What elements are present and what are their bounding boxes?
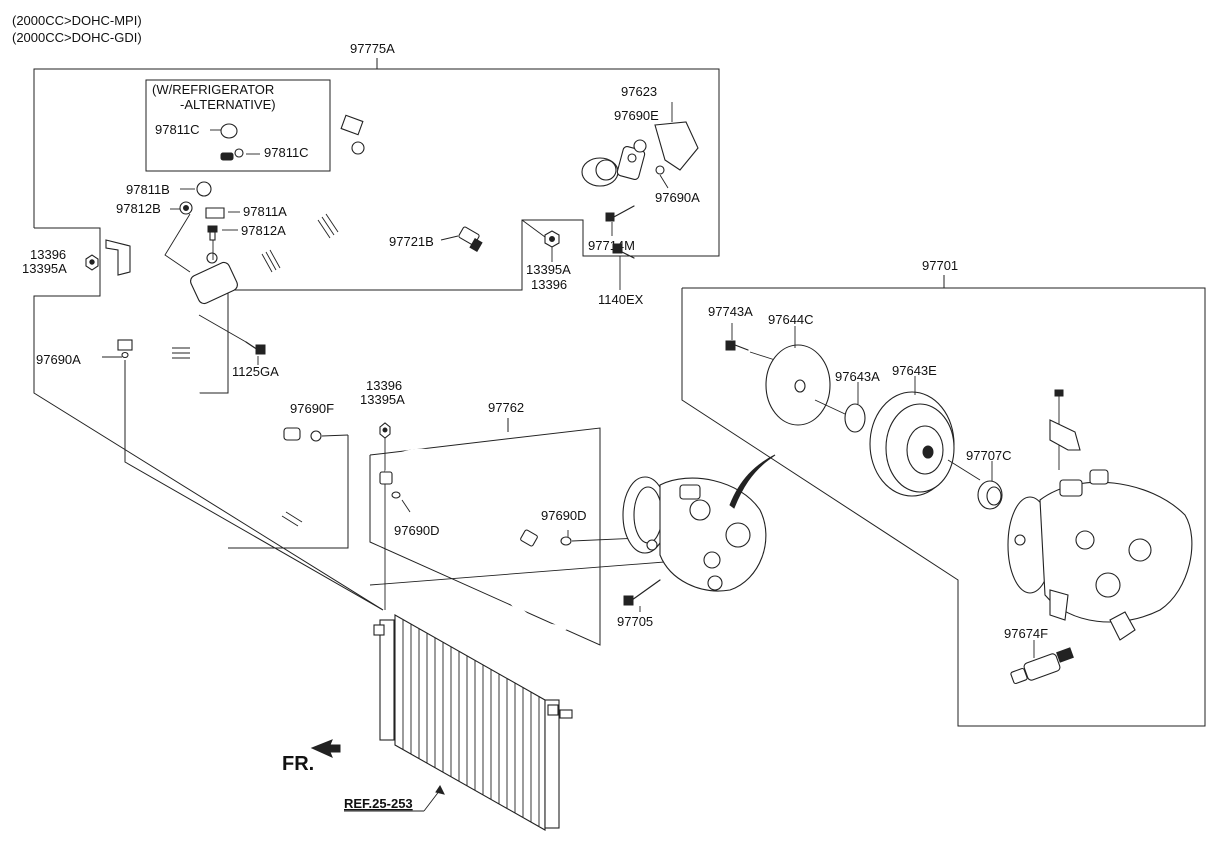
label-97775A[interactable]: 97775A xyxy=(350,41,395,56)
label-97721B[interactable]: 97721B xyxy=(389,234,434,249)
bolt-1125GA-icon xyxy=(245,341,266,355)
engine-variant-mpi: (2000CC>DOHC-MPI) xyxy=(12,13,142,28)
cap-97811B-icon xyxy=(196,181,212,197)
o-ring-97690F-icon xyxy=(310,430,322,442)
label-1140EX[interactable]: 1140EX xyxy=(598,292,644,307)
label-97811A[interactable]: 97811A xyxy=(243,204,287,219)
nut-13395A-left-icon xyxy=(85,254,99,271)
label-97690E[interactable]: 97690E xyxy=(614,108,659,123)
refrigerator-alternative-box xyxy=(145,79,331,172)
label-97623[interactable]: 97623 xyxy=(621,84,657,99)
label-97707C[interactable]: 97707C xyxy=(966,448,1012,463)
bolt-97714M-icon xyxy=(605,205,635,222)
label-97811C-cap[interactable]: 97811C xyxy=(155,122,200,137)
o-ring-97690E-icon xyxy=(633,139,647,153)
label-97701[interactable]: 97701 xyxy=(922,258,958,273)
valve-97811C-icon xyxy=(220,148,260,161)
o-ring-97690A-left-icon xyxy=(121,351,129,359)
fitting-97812A-icon xyxy=(207,225,218,241)
label-97743A[interactable]: 97743A xyxy=(708,304,753,319)
label-97714M[interactable]: 97714M xyxy=(588,238,635,253)
sub-box-title-1: (W/REFRIGERATOR xyxy=(152,82,274,97)
label-97812A[interactable]: 97812A xyxy=(241,223,286,238)
label-97811C-valve[interactable]: 97811C xyxy=(264,145,309,160)
label-97643E[interactable]: 97643E xyxy=(892,363,937,378)
sub-box-title-2: -ALTERNATIVE) xyxy=(180,97,276,112)
compressor-kit-frame-97701 xyxy=(681,275,1206,727)
label-13396-mid[interactable]: 13396 xyxy=(366,378,402,393)
label-97643A[interactable]: 97643A xyxy=(835,369,880,384)
o-ring-97690D-right-icon xyxy=(560,536,572,546)
cap-97811A-icon xyxy=(205,207,225,219)
clutch-plate-97644C-icon xyxy=(765,344,831,426)
engine-variant-gdi: (2000CC>DOHC-GDI) xyxy=(12,30,142,45)
mount-bracket-icon xyxy=(1049,389,1081,470)
cap-97811C-icon xyxy=(220,123,238,139)
compressor-assembled-icon xyxy=(622,476,767,592)
label-1125GA[interactable]: 1125GA xyxy=(232,364,279,379)
liquid-pipe-frame-97762 xyxy=(369,418,601,646)
label-97690F[interactable]: 97690F xyxy=(290,401,334,416)
pressure-switch-97674F-icon xyxy=(1010,647,1074,685)
pressure-switch-97721B-icon xyxy=(458,226,483,253)
label-13395A-mid[interactable]: 13395A xyxy=(360,392,405,407)
label-97762[interactable]: 97762 xyxy=(488,400,524,415)
label-97690D-left[interactable]: 97690D xyxy=(394,523,440,538)
label-97690D-right[interactable]: 97690D xyxy=(541,508,587,523)
o-ring-97690A-top-icon xyxy=(655,165,665,175)
snap-ring-97643A-icon xyxy=(844,403,866,433)
condenser-icon xyxy=(373,614,573,831)
nut-13395A-top-icon xyxy=(544,230,560,248)
callout-wedge xyxy=(729,454,776,509)
bolt-97705-icon xyxy=(623,579,661,606)
label-97705[interactable]: 97705 xyxy=(617,614,653,629)
fitting-97812B-icon xyxy=(179,201,193,215)
label-13395A-top[interactable]: 13395A xyxy=(526,262,571,277)
pulley-97643E-icon xyxy=(869,391,955,497)
suction-discharge-hose-assembly xyxy=(105,114,699,307)
reference-link[interactable]: REF.25-253 xyxy=(344,796,413,811)
front-direction-label: FR. xyxy=(282,753,314,775)
label-97812B[interactable]: 97812B xyxy=(116,201,161,216)
liquid-pipe-97762 xyxy=(384,450,581,629)
ref-arrow-icon xyxy=(435,785,445,795)
o-ring-97690D-left-icon xyxy=(391,491,401,499)
front-arrow-icon xyxy=(310,739,341,758)
compressor-body-icon xyxy=(1007,469,1193,641)
bolt-1140EX-icon xyxy=(612,243,635,259)
nut-13395A-mid-icon xyxy=(379,422,391,439)
label-97811B[interactable]: 97811B xyxy=(126,182,170,197)
label-97644C[interactable]: 97644C xyxy=(768,312,814,327)
label-13396-left[interactable]: 13396 xyxy=(30,247,66,262)
label-13395A-left[interactable]: 13395A xyxy=(22,261,67,276)
assembly-frame-97775A xyxy=(33,58,720,611)
field-coil-97707C-icon xyxy=(977,480,1003,510)
label-97690A-top[interactable]: 97690A xyxy=(655,190,700,205)
label-97674F[interactable]: 97674F xyxy=(1004,626,1048,641)
bolt-97743A-icon xyxy=(725,340,749,351)
label-13396-top[interactable]: 13396 xyxy=(531,277,567,292)
label-97690A-left[interactable]: 97690A xyxy=(36,352,81,367)
